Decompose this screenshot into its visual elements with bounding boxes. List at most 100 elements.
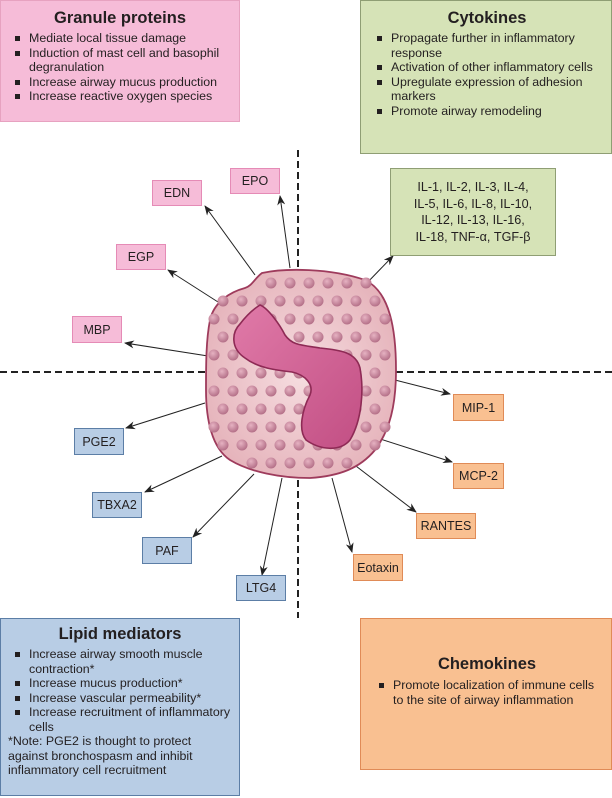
arrow-mip1 [394,379,451,396]
tag-rantes: RANTES [416,513,476,539]
chemokines-panel: Chemokines Promote localization of immun… [360,618,612,770]
list-item: Increase vascular permeability* [7,691,233,706]
granule [322,313,334,325]
cytokine-line: IL-12, IL-13, IL-16, [421,213,525,227]
cytokines-title: Cytokines [447,9,527,27]
chemokines-title: Chemokines [437,655,537,673]
granule [217,295,229,307]
granule [284,277,296,289]
granule [284,457,296,469]
cytokines-panel: Cytokines Propagate further in inflammat… [360,0,612,154]
granule [227,313,239,325]
list-item: Increase airway smooth muscle contractio… [7,647,233,676]
granule [350,331,362,343]
granule [284,385,296,397]
tag-ltg4: LTG4 [236,575,286,601]
tag-egp: EGP [116,244,166,270]
granule [208,385,220,397]
granule [293,331,305,343]
granule [293,295,305,307]
arrow-ltg4 [259,477,283,576]
granule [236,367,248,379]
granule [369,403,381,415]
granule [312,331,324,343]
granule [236,403,248,415]
granule [293,403,305,415]
list-item: Propagate further in inflammatory respon… [369,31,605,60]
granule [227,349,239,361]
granule [208,313,220,325]
granule [379,385,391,397]
granule [360,421,372,433]
granule [208,421,220,433]
granule [284,421,296,433]
granule [217,367,229,379]
granule [217,331,229,343]
granule [265,421,277,433]
granule [265,457,277,469]
list-item: Promote localization of immune cells to … [371,678,603,707]
granule [331,295,343,307]
granule [341,457,353,469]
arrow-mbp [124,340,209,357]
granule-proteins-list: Mediate local tissue damage Induction of… [7,31,233,104]
granule [360,277,372,289]
chemokines-list: Promote localization of immune cells to … [371,678,603,707]
granule [360,385,372,397]
granule [227,421,239,433]
granule [265,385,277,397]
cytokine-line: IL-1, IL-2, IL-3, IL-4, [417,180,529,194]
granule [360,313,372,325]
granule [255,367,267,379]
granule [274,439,286,451]
lipid-mediators-note: *Note: PGE2 is thought to protect agains… [8,734,193,777]
cytokine-line: IL-18, TNF-α, TGF-β [415,229,531,244]
tag-eotaxin: Eotaxin [353,554,403,581]
granule [369,331,381,343]
granule [227,385,239,397]
granule [331,331,343,343]
granule [246,421,258,433]
list-item: Increase mucus production* [7,676,233,691]
granule [379,349,391,361]
tag-mbp: MBP [72,316,122,343]
granule [255,403,267,415]
granule-proteins-title: Granule proteins [53,9,187,27]
granule [341,277,353,289]
granule [369,367,381,379]
granule [284,313,296,325]
lipid-mediators-panel: Lipid mediators Increase airway smooth m… [0,618,240,796]
granule [246,457,258,469]
list-item: Upregulate expression of adhesion marker… [369,75,605,104]
list-item: Increase reactive oxygen species [7,89,233,104]
granule [208,349,220,361]
granule [236,295,248,307]
list-item: Mediate local tissue damage [7,31,233,46]
cytokines-list: Propagate further in inflammatory respon… [369,31,605,118]
granule [369,295,381,307]
granule [274,403,286,415]
granule [255,295,267,307]
nucleus [233,304,363,450]
tag-tbxa2: TBXA2 [92,492,142,518]
granule [350,295,362,307]
list-item: Promote airway remodeling [369,104,605,119]
list-item: Increase recruitment of inflammatory cel… [7,705,233,734]
arrow-egp [167,269,219,303]
granule [360,349,372,361]
cytokine-line: IL-5, IL-6, IL-8, IL-10, [413,196,533,211]
arrow-mcp2 [373,436,453,464]
arrow-rantes [351,462,417,513]
granule [322,457,334,469]
granule [274,295,286,307]
list-item: Induction of mast cell and basophil degr… [7,46,233,75]
cytokine-list-box: IL-1, IL-2, IL-3, IL-4, IL-5, IL-6, IL-8… [390,168,556,256]
arrows [124,195,453,576]
list-item: Increase airway mucus production [7,75,233,90]
arrow-pge2 [125,402,206,430]
arrow-epo [277,195,291,269]
arrow-eotaxin [331,477,354,553]
granule [303,457,315,469]
granule [255,439,267,451]
